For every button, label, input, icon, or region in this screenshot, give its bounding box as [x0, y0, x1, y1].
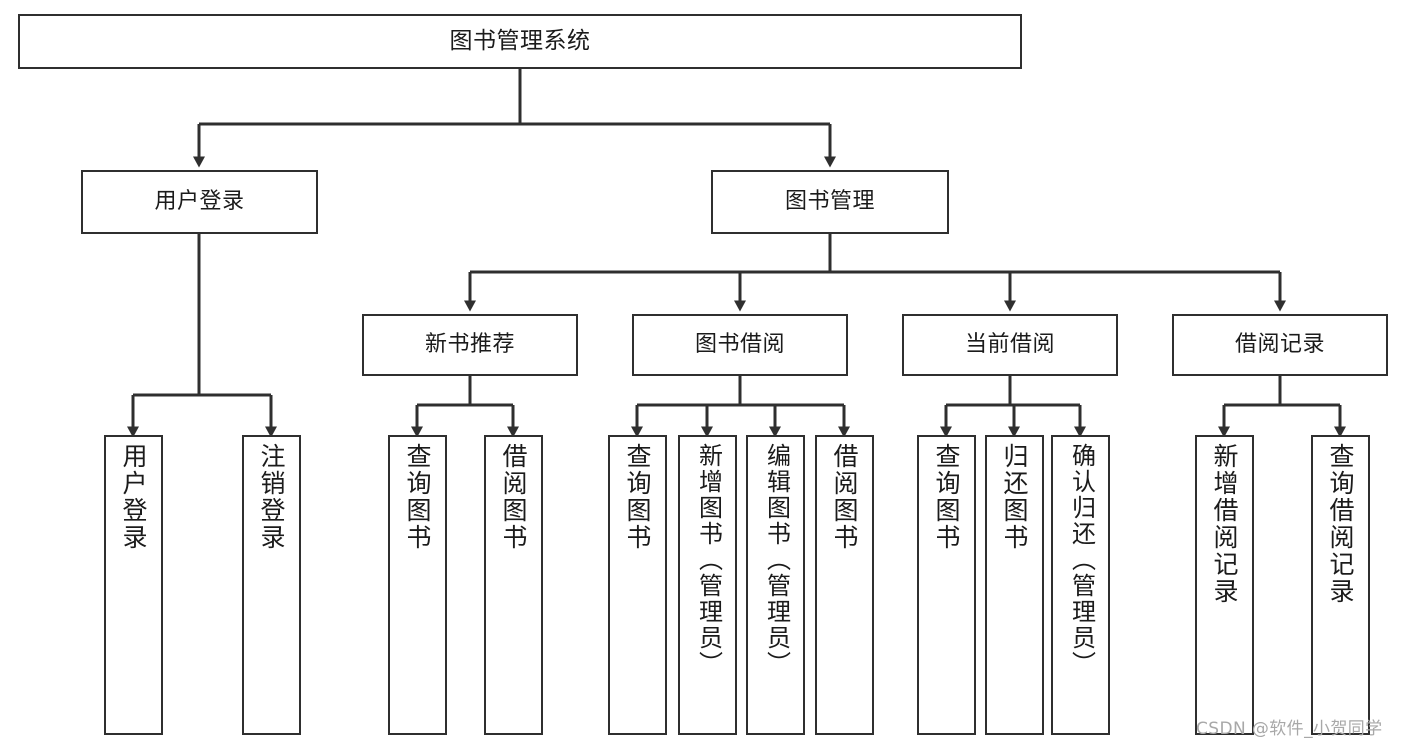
node-book-management[interactable]: 图书管理: [711, 170, 949, 234]
node-book-borrow[interactable]: 图书借阅: [632, 314, 848, 376]
node-label: 归还图书: [1000, 443, 1029, 551]
node-label: 新书推荐: [424, 332, 515, 358]
node-label: 注销登录: [257, 443, 286, 551]
leaf-add-borrow-record[interactable]: 新增借阅记录: [1195, 435, 1254, 735]
leaf-query-book-current[interactable]: 查询图书: [917, 435, 976, 735]
leaf-logout[interactable]: 注销登录: [242, 435, 301, 735]
node-borrow-record[interactable]: 借阅记录: [1172, 314, 1388, 376]
leaf-borrow-book[interactable]: 借阅图书: [815, 435, 874, 735]
leaf-return-book[interactable]: 归还图书: [985, 435, 1044, 735]
node-label: 借阅图书: [830, 443, 859, 551]
node-label: 图书管理系统: [449, 28, 591, 55]
node-label: 查询图书: [932, 443, 961, 551]
node-label: 新增借阅记录: [1210, 443, 1239, 605]
node-label: 查询借阅记录: [1326, 443, 1355, 605]
node-label: 新增图书（管理员）: [694, 443, 723, 677]
node-label: 查询图书: [403, 443, 432, 551]
node-label: 用户登录: [154, 189, 245, 215]
node-label: 当前借阅: [964, 332, 1055, 358]
node-label: 图书借阅: [694, 332, 785, 358]
node-label: 确认归还（管理员）: [1067, 443, 1096, 677]
node-label: 用户登录: [119, 443, 148, 551]
csdn-watermark: CSDN @软件_小贺同学: [1196, 719, 1383, 739]
node-new-book-recommend[interactable]: 新书推荐: [362, 314, 578, 376]
leaf-add-book-admin[interactable]: 新增图书（管理员）: [678, 435, 737, 735]
leaf-query-book-borrow[interactable]: 查询图书: [608, 435, 667, 735]
node-root-book-management-system[interactable]: 图书管理系统: [18, 14, 1022, 69]
leaf-confirm-return-admin[interactable]: 确认归还（管理员）: [1051, 435, 1110, 735]
leaf-borrow-book-recommend[interactable]: 借阅图书: [484, 435, 543, 735]
node-label: 借阅记录: [1234, 332, 1325, 358]
node-label: 图书管理: [784, 189, 875, 215]
node-label: 查询图书: [623, 443, 652, 551]
leaf-query-book-recommend[interactable]: 查询图书: [388, 435, 447, 735]
node-label: 编辑图书（管理员）: [762, 443, 791, 677]
node-user-login[interactable]: 用户登录: [81, 170, 318, 234]
leaf-edit-book-admin[interactable]: 编辑图书（管理员）: [746, 435, 805, 735]
node-current-borrow[interactable]: 当前借阅: [902, 314, 1118, 376]
leaf-user-login[interactable]: 用户登录: [104, 435, 163, 735]
leaf-query-borrow-record[interactable]: 查询借阅记录: [1311, 435, 1370, 735]
node-label: 借阅图书: [499, 443, 528, 551]
